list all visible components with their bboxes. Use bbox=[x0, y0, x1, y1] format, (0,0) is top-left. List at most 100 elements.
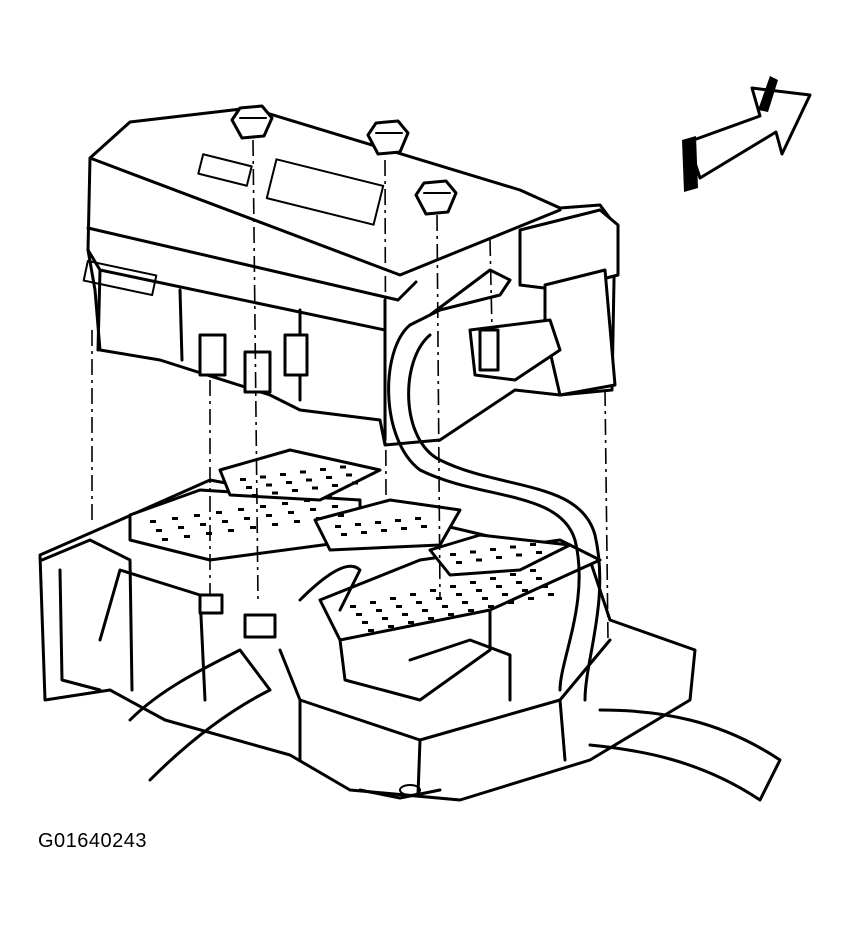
vent-hole bbox=[368, 629, 374, 632]
vent-hole bbox=[272, 491, 278, 495]
vent-hole bbox=[408, 621, 414, 624]
vent-hole bbox=[304, 499, 310, 502]
vent-hole bbox=[490, 577, 496, 580]
vent-hole bbox=[194, 514, 200, 517]
vent-hole bbox=[156, 529, 162, 532]
vent-hole bbox=[238, 508, 244, 511]
vent-hole bbox=[462, 601, 468, 604]
vent-hole bbox=[428, 617, 434, 620]
vent-hole bbox=[470, 550, 476, 554]
vent-hole bbox=[456, 593, 462, 596]
vent-hole bbox=[340, 465, 346, 469]
vent-hole bbox=[508, 601, 514, 604]
vent-hole bbox=[442, 605, 448, 608]
alignment-lines bbox=[91, 139, 609, 641]
vent-hole bbox=[536, 577, 542, 580]
vent-hole bbox=[390, 597, 396, 600]
vent-hole bbox=[548, 593, 554, 596]
vent-hole bbox=[448, 613, 454, 616]
vent-hole bbox=[361, 531, 367, 534]
figure-id-label: G01640243 bbox=[38, 830, 148, 852]
vent-hole bbox=[395, 519, 401, 522]
vent-hole bbox=[338, 514, 344, 517]
vent-hole bbox=[421, 525, 427, 528]
vent-hole bbox=[310, 508, 316, 511]
fuse-modules bbox=[128, 448, 602, 702]
vent-hole bbox=[260, 505, 266, 508]
vent-hole bbox=[430, 589, 436, 592]
vent-hole bbox=[356, 613, 362, 616]
vent-hole bbox=[326, 496, 332, 499]
vent-hole bbox=[172, 517, 178, 520]
vent-hole bbox=[450, 585, 456, 588]
vent-hole bbox=[250, 526, 256, 529]
vent-hole bbox=[266, 483, 272, 487]
vent-hole bbox=[482, 597, 488, 600]
vent-hole bbox=[300, 470, 306, 474]
vent-hole bbox=[292, 489, 298, 492]
vent-hole bbox=[468, 609, 474, 612]
bolt-icon bbox=[414, 179, 458, 216]
vent-hole bbox=[496, 585, 502, 588]
vent-hole bbox=[184, 535, 190, 538]
vent-hole bbox=[456, 561, 462, 564]
vent-pattern bbox=[150, 465, 554, 632]
vent-hole bbox=[352, 481, 358, 485]
vent-hole bbox=[530, 569, 536, 572]
vent-hole bbox=[376, 609, 382, 612]
vent-hole bbox=[316, 517, 322, 520]
vent-hole bbox=[502, 593, 508, 596]
vent-hole bbox=[326, 476, 332, 479]
vent-hole bbox=[335, 525, 341, 528]
vent-hole bbox=[252, 494, 258, 497]
vent-hole bbox=[416, 601, 422, 604]
vent-hole bbox=[216, 511, 222, 514]
vent-hole bbox=[162, 538, 168, 541]
vent-hole bbox=[370, 601, 376, 604]
vent-hole bbox=[388, 625, 394, 628]
vent-hole bbox=[260, 475, 266, 479]
vent-hole bbox=[332, 484, 338, 487]
vent-hole bbox=[476, 589, 482, 592]
vent-hole bbox=[382, 617, 388, 620]
vent-hole bbox=[528, 597, 534, 600]
wiring-harness bbox=[128, 268, 782, 802]
vent-hole bbox=[312, 486, 318, 490]
vent-hole bbox=[490, 548, 496, 551]
vent-hole bbox=[510, 573, 516, 576]
vent-hole bbox=[341, 533, 347, 536]
vent-hole bbox=[381, 529, 387, 532]
vent-hole bbox=[222, 520, 228, 523]
vent-hole bbox=[516, 581, 522, 584]
vent-hole bbox=[244, 517, 250, 520]
vent-hole bbox=[488, 605, 494, 608]
vent-hole bbox=[402, 613, 408, 616]
vent-hole bbox=[396, 605, 402, 608]
bolt-icon bbox=[366, 119, 410, 156]
vent-hole bbox=[288, 511, 294, 514]
vent-hole bbox=[150, 520, 156, 523]
vent-hole bbox=[510, 545, 516, 549]
vent-hole bbox=[422, 609, 428, 612]
vent-hole bbox=[375, 521, 381, 524]
vent-hole bbox=[286, 481, 292, 484]
forward-arrow-icon bbox=[682, 76, 812, 192]
vent-hole bbox=[536, 551, 542, 554]
vent-hole bbox=[362, 621, 368, 624]
vent-hole bbox=[470, 581, 476, 584]
vent-hole bbox=[476, 558, 482, 562]
vent-hole bbox=[516, 553, 522, 557]
bolt-icon bbox=[230, 104, 274, 140]
vent-hole bbox=[530, 543, 536, 546]
vent-hole bbox=[206, 532, 212, 535]
vent-hole bbox=[320, 468, 326, 471]
vent-hole bbox=[436, 597, 442, 600]
vent-hole bbox=[240, 478, 246, 481]
vent-hole bbox=[294, 520, 300, 523]
fuse-block-cover bbox=[82, 106, 620, 447]
vent-hole bbox=[450, 553, 456, 556]
vent-hole bbox=[246, 486, 252, 489]
vent-hole bbox=[350, 605, 356, 608]
vent-hole bbox=[178, 526, 184, 529]
